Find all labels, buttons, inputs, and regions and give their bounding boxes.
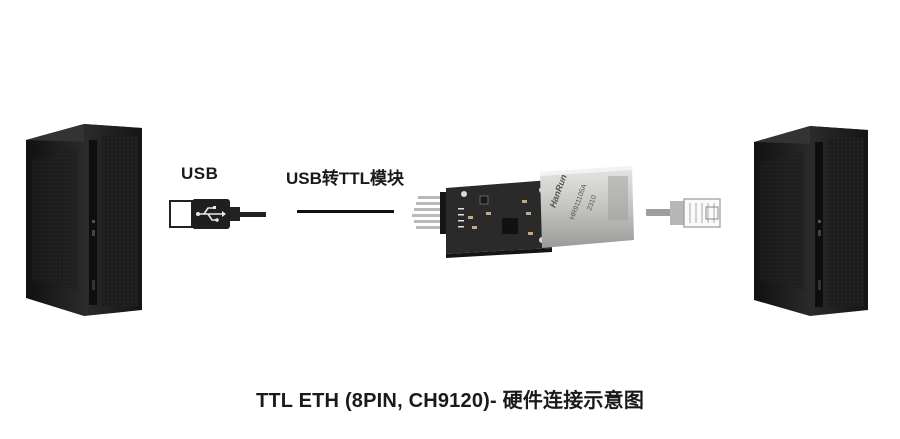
right-desktop-tower-icon: [754, 126, 868, 316]
diagram-caption: TTL ETH (8PIN, CH9120)- 硬件连接示意图: [255, 390, 645, 412]
usb-label: USB: [181, 164, 219, 183]
left-desktop-tower-icon: [26, 124, 142, 316]
jack-date-text: 2310: [586, 194, 598, 211]
module-label: USB转TTL模块: [286, 169, 405, 188]
rj45-plug-icon: [646, 198, 721, 228]
connection-line: [297, 210, 394, 213]
ttl-eth-module-image: HanRun HR911105A 2310: [412, 166, 634, 258]
usb-plug-icon: [169, 199, 266, 229]
